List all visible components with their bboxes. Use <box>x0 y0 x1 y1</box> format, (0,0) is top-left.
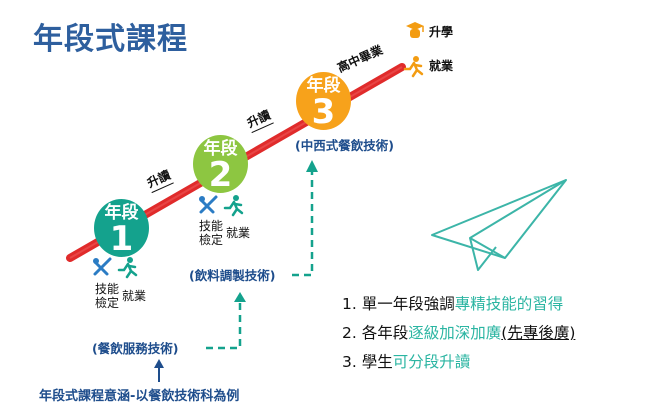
skill-cert-label: 技能檢定 <box>199 219 224 247</box>
footer-arrow-head <box>154 359 164 368</box>
graduate-icon <box>406 22 424 38</box>
tools-icon <box>199 195 218 214</box>
running-person-icon <box>117 257 138 279</box>
paper-plane-icon <box>431 179 567 271</box>
stage3-caption: (中西式餐飲技術) <box>294 135 395 154</box>
job-label: 就業 <box>122 289 147 303</box>
skill-cert-label: 技能檢定 <box>95 282 120 310</box>
stage2-caption: (飲料調製技術) <box>188 265 277 284</box>
stage-number: 2 <box>208 155 233 195</box>
running-person-icon <box>223 195 244 217</box>
key-points-list: 1. 單一年段強調專精技能的習得 2. 各年段逐級加深加廣(先專後廣) 3. 學… <box>342 290 575 377</box>
further-study-label: 升學 <box>429 25 454 39</box>
key-point: 1. 單一年段強調專精技能的習得 <box>342 295 564 313</box>
footer-caption: 年段式課程意涵-以餐飲技術科為例 <box>39 389 240 404</box>
upgrade-label-1: 升讀 <box>144 165 174 194</box>
arrow-head-3 <box>306 160 318 172</box>
stage-label: 年段 <box>306 76 341 96</box>
stage-number: 3 <box>311 92 336 132</box>
dashed-path-1-to-2 <box>206 300 242 350</box>
job-label: 就業 <box>226 226 251 240</box>
key-point: 3. 學生可分段升讀 <box>342 353 471 371</box>
key-point: 2. 各年段逐級加深加廣(先專後廣) <box>342 324 576 342</box>
stage-label: 年段 <box>104 203 139 223</box>
tools-icon <box>93 257 112 276</box>
stage-number: 1 <box>109 219 134 259</box>
arrow-head-2 <box>234 292 246 302</box>
running-person-icon <box>403 56 424 78</box>
high-school-grad-label: 高中畢業 <box>335 42 385 76</box>
stage1-caption: (餐飲服務技術) <box>91 338 180 357</box>
stage-badge-2: 年段 2 <box>193 135 248 193</box>
dashed-path-2-to-3 <box>292 170 314 277</box>
stage-label: 年段 <box>203 139 238 159</box>
page-title: 年段式課程 <box>33 22 188 57</box>
upgrade-label-2: 升讀 <box>244 105 274 134</box>
employment-label: 就業 <box>429 59 454 73</box>
stage-badge-1: 年段 1 <box>94 199 149 257</box>
stage-badge-3: 年段 3 <box>296 72 351 130</box>
